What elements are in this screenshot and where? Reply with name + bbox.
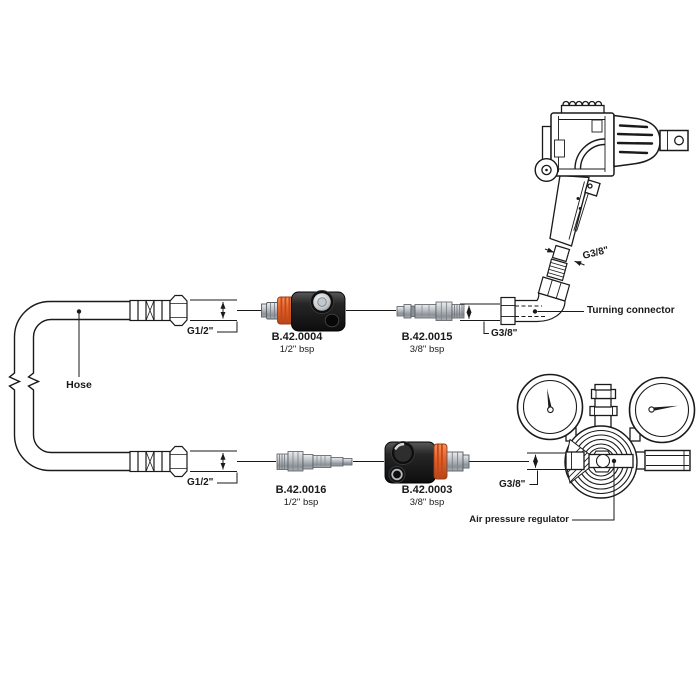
hose-drawing xyxy=(8,300,130,472)
dim-g38-tool xyxy=(544,247,585,266)
hose-fitting-top xyxy=(129,294,188,327)
part-code: B.42.0016 xyxy=(275,484,327,496)
part-label-b420003: B.42.0003 3/8" bsp xyxy=(402,484,453,508)
connection-lines xyxy=(237,309,529,463)
regulator-label: Air pressure regulator xyxy=(469,514,569,525)
row2-thread-label: G3/8" xyxy=(499,479,526,490)
part-b420004-photo xyxy=(261,290,346,332)
dim-g38-row2 xyxy=(527,452,566,485)
part-label-b420004: B.42.0004 1/2" bsp xyxy=(272,331,323,355)
turning-connector-label: Turning connector xyxy=(587,305,675,316)
dim-g12-bottom xyxy=(190,450,238,484)
part-b420015-photo xyxy=(396,301,465,321)
part-code: B.42.0015 xyxy=(401,331,453,343)
dim-g38-row1 xyxy=(460,303,500,334)
hose-label: Hose xyxy=(66,379,92,391)
impact-wrench-drawing xyxy=(534,100,689,247)
hose-thread-top-label: G1/2" xyxy=(187,326,214,337)
part-code: B.42.0004 xyxy=(271,331,323,343)
hose-fitting-bottom xyxy=(129,445,188,478)
part-b420016-photo xyxy=(276,451,353,472)
row1-thread-label: G3/8" xyxy=(491,328,518,339)
part-size: 1/2" bsp xyxy=(283,497,319,508)
turning-connector-leader xyxy=(532,309,584,314)
hose-leader xyxy=(76,309,82,377)
part-size: 1/2" bsp xyxy=(279,344,315,355)
part-size: 3/8" bsp xyxy=(409,344,445,355)
turning-connector-drawing xyxy=(500,244,571,326)
part-size: 3/8" bsp xyxy=(409,497,445,508)
part-code: B.42.0003 xyxy=(401,484,453,496)
regulator-leader xyxy=(572,463,615,521)
hose-thread-bottom-label: G1/2" xyxy=(187,477,214,488)
regulator-drawing xyxy=(516,373,696,499)
part-label-b420016: B.42.0016 1/2" bsp xyxy=(276,484,327,508)
part-label-b420015: B.42.0015 3/8" bsp xyxy=(402,331,453,355)
dim-g12-top xyxy=(190,299,238,333)
part-b420003-photo xyxy=(384,441,470,484)
